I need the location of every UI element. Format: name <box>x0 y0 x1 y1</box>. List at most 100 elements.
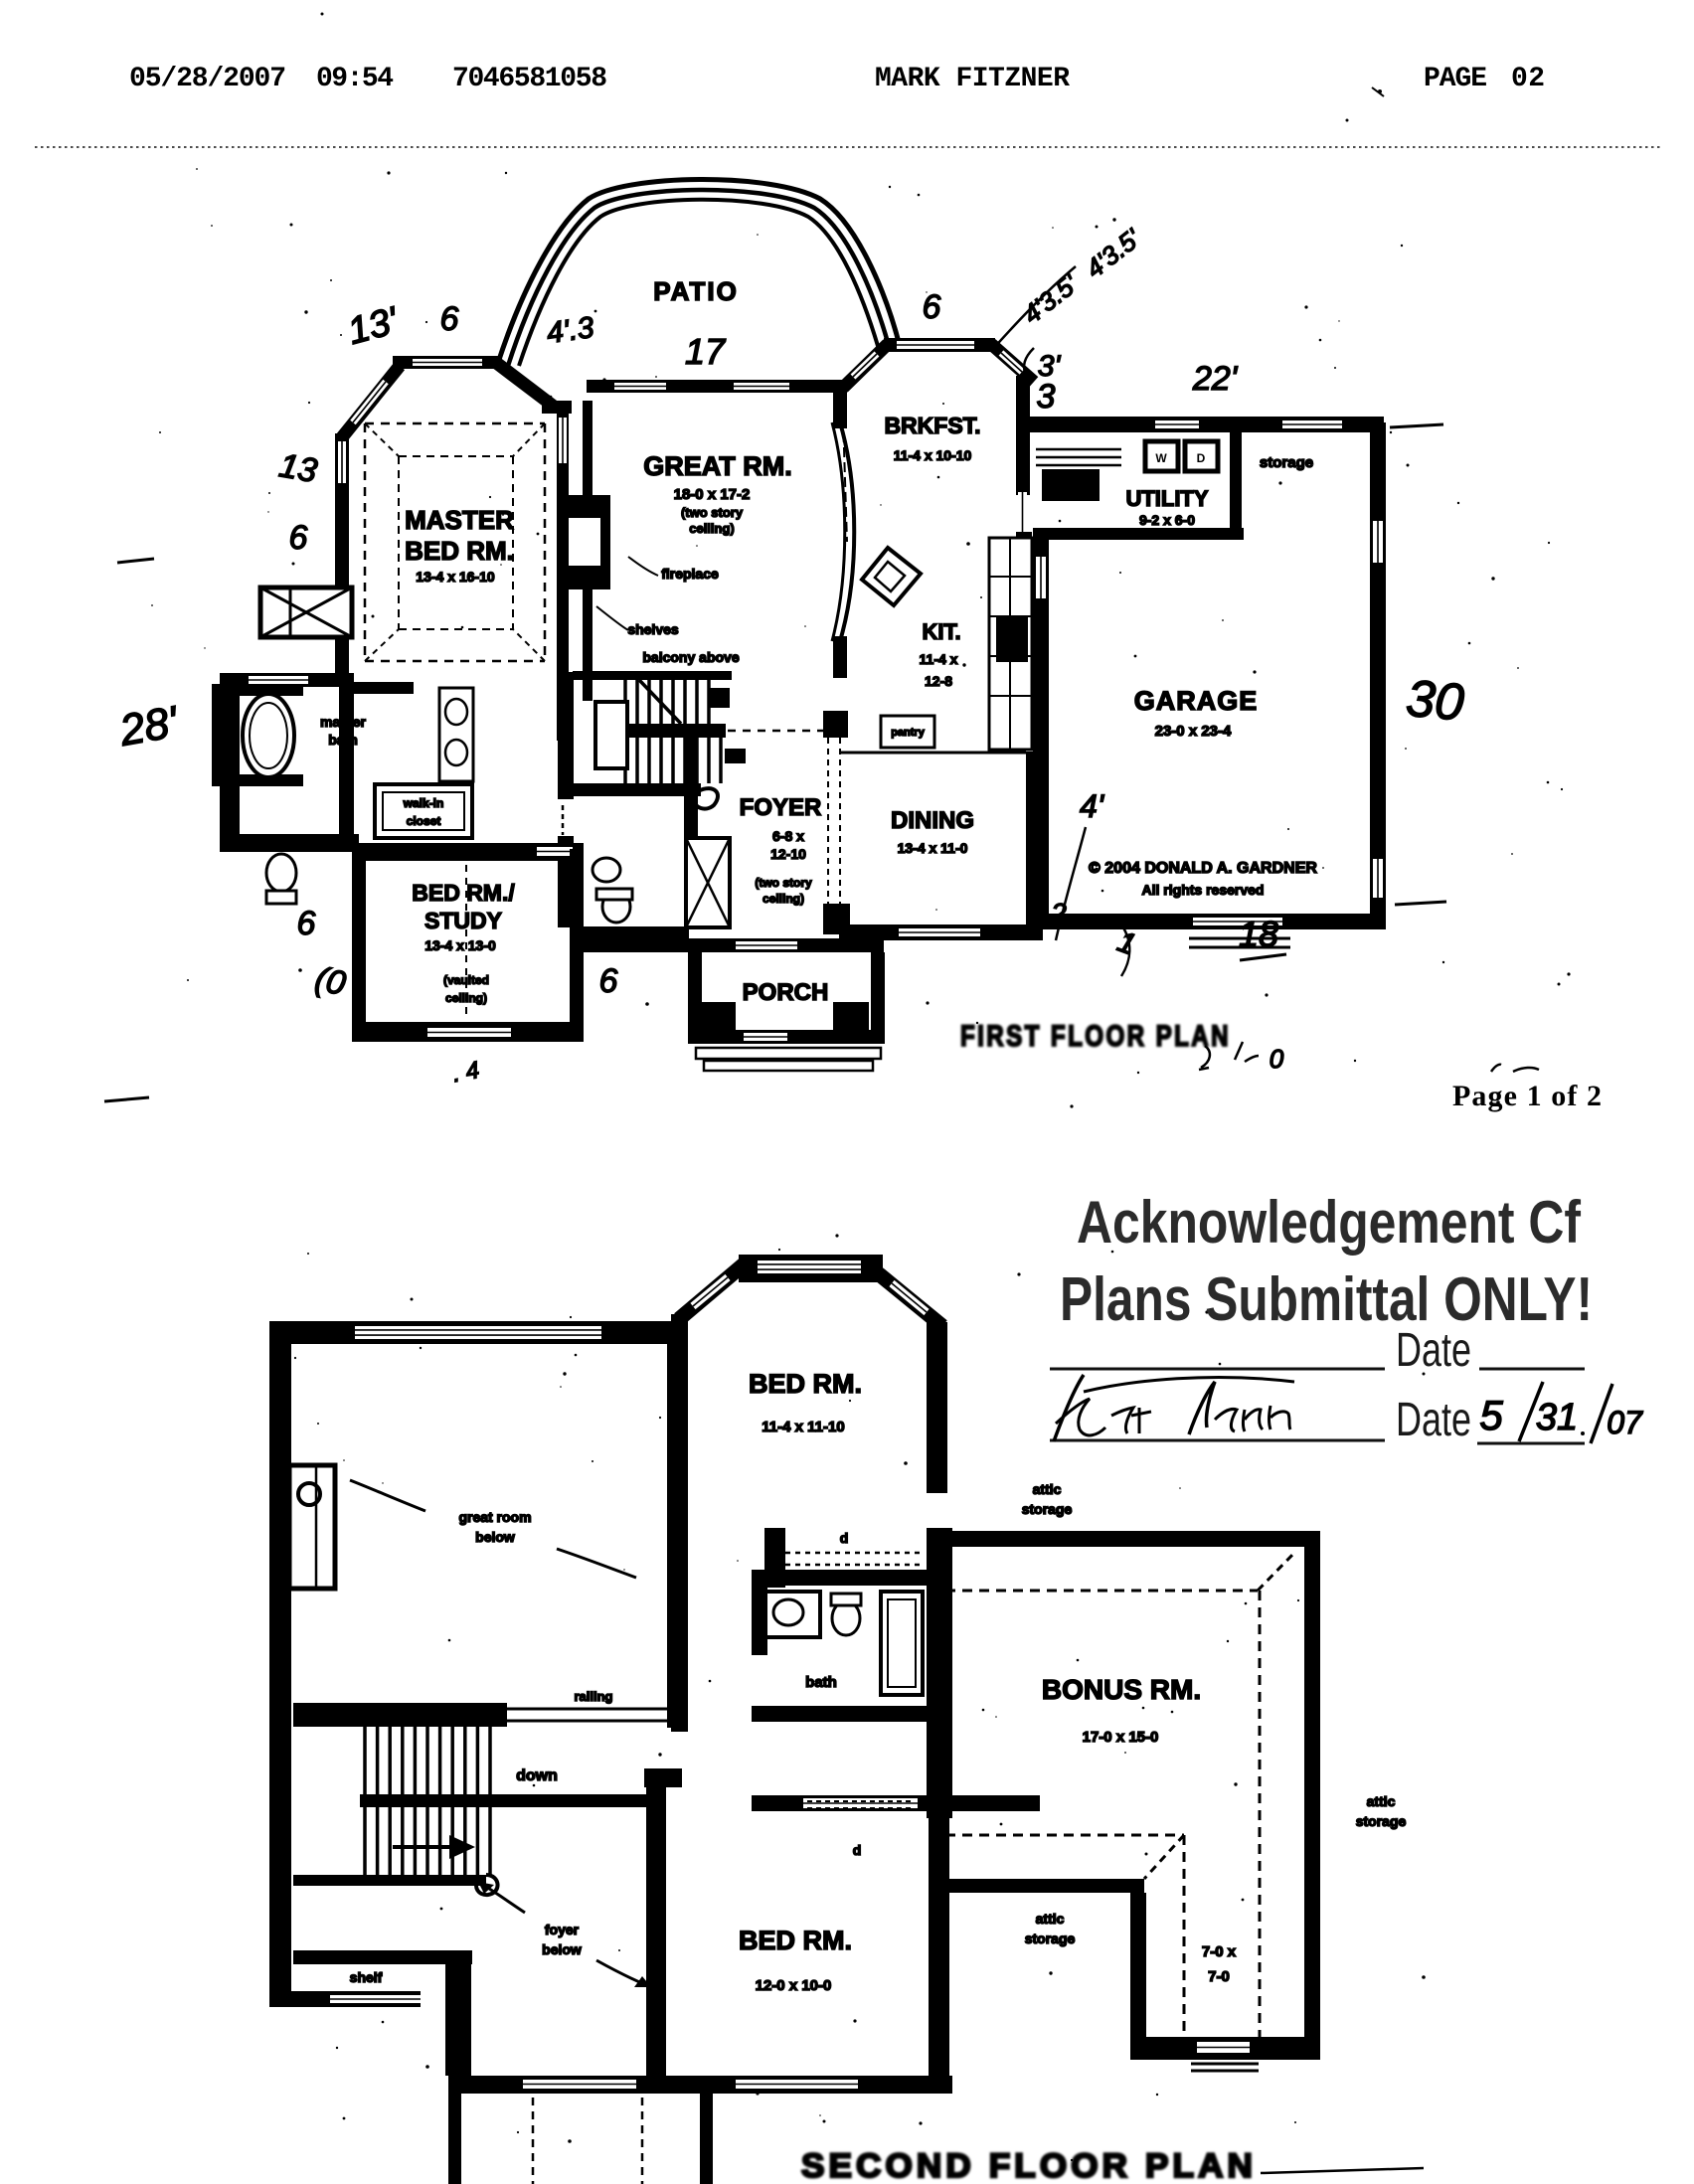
svg-text:ceiling): ceiling) <box>762 892 804 906</box>
svg-text:11-4 x 10-10: 11-4 x 10-10 <box>894 447 972 463</box>
svg-text:BED RM.: BED RM. <box>739 1926 852 1955</box>
svg-text:© 2004 DONALD A. GARDNER: © 2004 DONALD A. GARDNER <box>1089 860 1317 877</box>
svg-text:BED RM.: BED RM. <box>749 1369 862 1399</box>
svg-text:STUDY: STUDY <box>424 908 502 933</box>
svg-text:balcony above: balcony above <box>642 649 739 665</box>
svg-text:MASTER: MASTER <box>405 505 514 535</box>
svg-text:6: 6 <box>440 300 459 338</box>
svg-text:6: 6 <box>599 962 618 1000</box>
svg-text:12-0 x 10-0: 12-0 x 10-0 <box>756 1977 832 1994</box>
svg-text:23-0 x 23-4: 23-0 x 23-4 <box>1155 723 1232 740</box>
svg-text:7046581058: 7046581058 <box>452 64 607 94</box>
svg-text:PORCH: PORCH <box>743 979 829 1006</box>
svg-text:30: 30 <box>1404 670 1466 733</box>
svg-text:BED RM.: BED RM. <box>405 536 514 566</box>
svg-text:fireplace: fireplace <box>661 566 719 582</box>
svg-text:DINING: DINING <box>891 807 974 834</box>
svg-text:05/28/2007: 05/28/2007 <box>129 64 286 94</box>
svg-text:UTILITY: UTILITY <box>1125 486 1208 511</box>
svg-text:7-0 x: 7-0 x <box>1202 1943 1237 1960</box>
svg-text:Plans Submittal ONLY!: Plans Submittal ONLY! <box>1060 1265 1593 1334</box>
svg-text:attic: attic <box>1036 1911 1065 1927</box>
svg-text:17: 17 <box>685 331 727 372</box>
svg-text:18-0 x 17-2: 18-0 x 17-2 <box>674 486 751 503</box>
svg-text:02: 02 <box>1511 64 1545 94</box>
svg-text:2: 2 <box>1050 898 1067 928</box>
svg-text:great room: great room <box>458 1509 531 1525</box>
svg-text:(two story: (two story <box>755 876 812 890</box>
svg-text:Page 1 of 2: Page 1 of 2 <box>1452 1080 1602 1112</box>
svg-text:0: 0 <box>1270 1044 1284 1074</box>
svg-text:below: below <box>542 1941 582 1957</box>
svg-text:foyer: foyer <box>545 1922 580 1937</box>
svg-text:13': 13' <box>344 299 404 353</box>
svg-text:attic: attic <box>1033 1481 1062 1497</box>
svg-text:pantry: pantry <box>891 727 926 739</box>
svg-text:shelves: shelves <box>627 621 679 637</box>
svg-text:below: below <box>475 1529 515 1545</box>
svg-text:bath: bath <box>328 732 358 748</box>
svg-text:13: 13 <box>276 446 320 490</box>
svg-text:11-4 x 11-10: 11-4 x 11-10 <box>762 1419 844 1435</box>
svg-text:SECOND FLOOR PLAN: SECOND FLOOR PLAN <box>801 2147 1257 2184</box>
svg-text:31: 31 <box>1536 1397 1578 1438</box>
svg-text:ceiling): ceiling) <box>689 521 735 536</box>
svg-text:11-4 x: 11-4 x <box>920 651 958 667</box>
svg-text:18: 18 <box>1239 914 1278 954</box>
svg-text:7-0: 7-0 <box>1208 1968 1230 1985</box>
svg-text:storage: storage <box>1260 454 1313 471</box>
svg-text:shelf: shelf <box>350 1969 383 1985</box>
svg-text:4'3.5': 4'3.5' <box>1080 223 1146 284</box>
svg-text:walk-in: walk-in <box>403 796 444 810</box>
svg-text:bath: bath <box>805 1674 837 1691</box>
svg-text:PAGE: PAGE <box>1424 64 1487 94</box>
svg-text:12-10: 12-10 <box>770 846 806 862</box>
svg-text:GREAT RM.: GREAT RM. <box>643 451 792 481</box>
svg-text:MARK FITZNER: MARK FITZNER <box>875 64 1070 94</box>
svg-text:07: 07 <box>1607 1405 1643 1440</box>
svg-text:master: master <box>320 714 366 730</box>
svg-text:9-2 x 6-0: 9-2 x 6-0 <box>1139 512 1195 528</box>
svg-text:(vaulted: (vaulted <box>443 973 489 987</box>
svg-text:17-0 x 15-0: 17-0 x 15-0 <box>1083 1729 1159 1746</box>
svg-text:22': 22' <box>1192 360 1239 398</box>
svg-text:6: 6 <box>923 288 941 326</box>
svg-text:down: down <box>516 1767 558 1784</box>
svg-text:FOYER: FOYER <box>740 794 822 821</box>
svg-text:1: 1 <box>1113 925 1140 962</box>
svg-text:attic: attic <box>1367 1793 1396 1809</box>
svg-text:3': 3' <box>1038 350 1062 383</box>
svg-text:Date: Date <box>1396 1394 1471 1446</box>
svg-text:BED RM./: BED RM./ <box>412 880 515 906</box>
svg-text:3: 3 <box>1037 378 1056 416</box>
svg-text:5: 5 <box>1479 1392 1503 1438</box>
svg-text:(0: (0 <box>312 960 350 1003</box>
svg-text:FIRST FLOOR PLAN: FIRST FLOOR PLAN <box>960 1020 1231 1053</box>
svg-text:13-4 x 11-0: 13-4 x 11-0 <box>898 840 968 856</box>
svg-text:ceiling): ceiling) <box>445 991 487 1005</box>
svg-text:All rights reserved: All rights reserved <box>1142 882 1265 898</box>
svg-text:D: D <box>1197 451 1206 465</box>
svg-text:GARAGE: GARAGE <box>1134 686 1259 716</box>
svg-text:Date: Date <box>1396 1324 1471 1377</box>
svg-text:12-8: 12-8 <box>925 673 952 689</box>
svg-text:4': 4' <box>1080 788 1105 824</box>
svg-text:closet: closet <box>407 814 441 828</box>
svg-text:4'.3: 4'.3 <box>545 311 596 350</box>
svg-text:6: 6 <box>289 519 308 557</box>
svg-text:storage: storage <box>1356 1813 1407 1829</box>
svg-text:09:54: 09:54 <box>316 64 394 94</box>
svg-text:13-4 x 16-10: 13-4 x 16-10 <box>416 569 495 585</box>
svg-text:W: W <box>1155 451 1167 465</box>
svg-text:Acknowledgement Cf: Acknowledgement Cf <box>1077 1189 1582 1256</box>
svg-text:BONUS RM.: BONUS RM. <box>1042 1674 1201 1705</box>
svg-text:4'3.5': 4'3.5' <box>1017 268 1084 330</box>
svg-text:(two story: (two story <box>681 505 744 520</box>
svg-text:13-4 x 13-0: 13-4 x 13-0 <box>424 937 496 953</box>
svg-text:storage: storage <box>1022 1501 1073 1517</box>
svg-text:KIT.: KIT. <box>922 619 960 644</box>
svg-text:d: d <box>853 1842 862 1858</box>
svg-text:PATIO: PATIO <box>653 276 739 306</box>
svg-text:6: 6 <box>297 905 316 942</box>
svg-text:28': 28' <box>115 697 183 756</box>
